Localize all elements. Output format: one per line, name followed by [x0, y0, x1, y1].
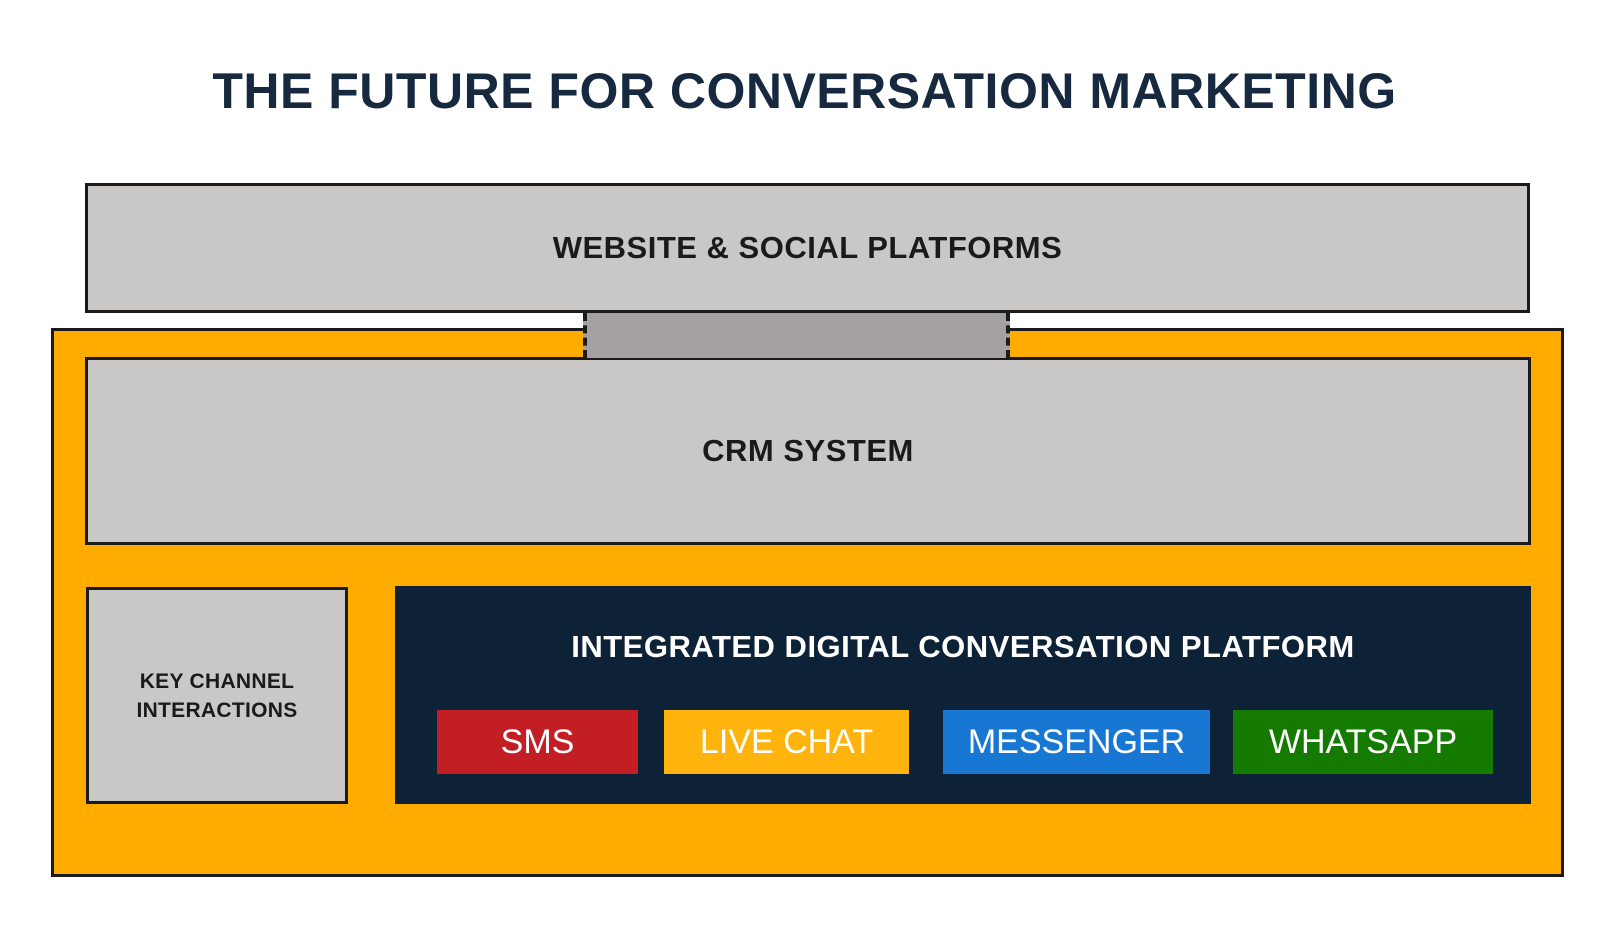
channel-button-messenger: MESSENGER	[943, 710, 1210, 774]
channel-label-whatsapp: WHATSAPP	[1268, 722, 1458, 761]
integrated-platform-box: INTEGRATED DIGITAL CONVERSATION PLATFORM…	[395, 586, 1531, 804]
channel-button-whatsapp: WHATSAPP	[1233, 710, 1493, 774]
channel-button-sms: SMS	[437, 710, 638, 774]
website-social-platforms-label: WEBSITE & SOCIAL PLATFORMS	[552, 230, 1063, 265]
website-to-crm-connector	[583, 313, 1010, 358]
channel-label-sms: SMS	[500, 722, 575, 761]
crm-system-box: CRM SYSTEM	[85, 357, 1531, 545]
key-channel-interactions-box: KEY CHANNEL INTERACTIONS	[86, 587, 348, 804]
channel-label-live-chat: LIVE CHAT	[699, 722, 874, 761]
key-channel-interactions-label: KEY CHANNEL INTERACTIONS	[136, 669, 298, 722]
website-social-platforms-box: WEBSITE & SOCIAL PLATFORMS	[85, 183, 1530, 313]
channel-button-live-chat: LIVE CHAT	[664, 710, 909, 774]
crm-system-label: CRM SYSTEM	[702, 433, 914, 468]
integrated-platform-label: INTEGRATED DIGITAL CONVERSATION PLATFORM	[571, 629, 1355, 664]
page-title: THE FUTURE FOR CONVERSATION MARKETING	[212, 63, 1397, 119]
channel-label-messenger: MESSENGER	[967, 722, 1186, 761]
